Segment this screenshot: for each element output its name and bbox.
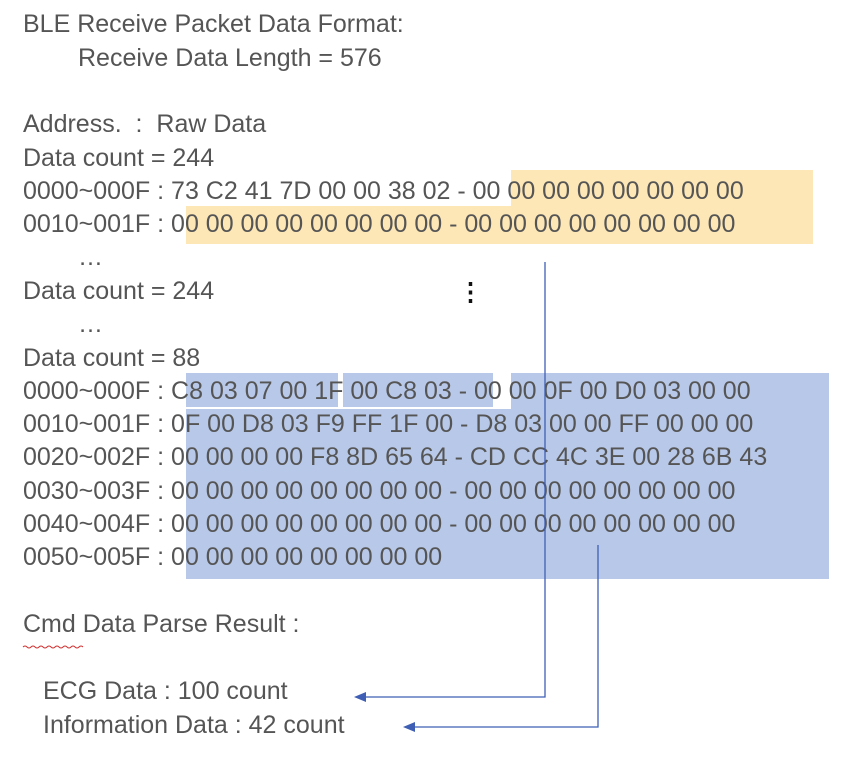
separator: : xyxy=(150,177,172,205)
raw-bytes: 00 00 00 00 00 00 00 00 xyxy=(171,543,443,571)
ellipsis-2: … xyxy=(78,310,103,338)
ecg-data-count: ECG Data : 100 count xyxy=(43,677,288,705)
address: 0000~000F xyxy=(23,177,151,205)
parse-result-title: Cmd Data Parse Result : xyxy=(23,610,300,638)
separator: : xyxy=(150,410,172,438)
yellow-highlight-row1 xyxy=(511,170,813,206)
separator: : xyxy=(150,377,172,405)
data-count-label-2: Data count = 244 xyxy=(23,277,215,305)
address: 0040~004F xyxy=(23,510,151,538)
hex-row: 0000~000F : C8 03 07 00 1F 00 C8 03 - 00… xyxy=(23,375,751,408)
hex-row: 0010~001F : 00 00 00 00 00 00 00 00 - 00… xyxy=(23,208,735,241)
hex-row: 0050~005F : 00 00 00 00 00 00 00 00 xyxy=(23,541,442,574)
hex-row: 0020~002F : 00 00 00 00 F8 8D 65 64 - CD… xyxy=(23,441,767,474)
separator: : xyxy=(150,477,172,505)
hex-row: 0000~000F : 73 C2 41 7D 00 00 38 02 - 00… xyxy=(23,175,744,208)
yellow-highlight-row2 xyxy=(186,206,813,244)
separator: : xyxy=(150,210,172,238)
address: 0020~002F xyxy=(23,443,151,471)
raw-bytes: 73 C2 41 7D 00 00 38 02 - xyxy=(171,177,473,205)
raw-bytes-highlighted: 00 00 00 00 00 00 00 00 xyxy=(472,177,744,205)
address: 0050~005F xyxy=(23,543,151,571)
hex-row: 0030~003F : 00 00 00 00 00 00 00 00 - 00… xyxy=(23,475,735,508)
document-title: BLE Receive Packet Data Format: xyxy=(23,10,404,38)
receive-length-line: Receive Data Length = 576 xyxy=(78,44,382,72)
raw-bytes: 00 00 00 00 F8 8D 65 64 - CD CC 4C 3E 00… xyxy=(171,443,768,471)
column-header: Address. : Raw Data xyxy=(23,110,267,138)
ecg-arrowhead-icon xyxy=(354,692,366,702)
address: 0000~000F xyxy=(23,377,151,405)
blue-highlight-first xyxy=(186,373,338,407)
address: 0010~001F xyxy=(23,210,151,238)
address: 0010~001F xyxy=(23,410,151,438)
hex-row: 0010~001F : 0F 00 D8 03 F9 FF 1F 00 - D8… xyxy=(23,408,753,441)
separator: : xyxy=(150,543,172,571)
info-arrowhead-icon xyxy=(403,722,415,732)
hex-row: 0040~004F : 00 00 00 00 00 00 00 00 - 00… xyxy=(23,508,735,541)
separator: : xyxy=(150,510,172,538)
separator: : xyxy=(150,443,172,471)
information-data-count: Information Data : 42 count xyxy=(43,711,345,739)
raw-bytes: 00 00 00 00 00 00 00 00 - 00 00 00 00 00… xyxy=(171,510,736,538)
address: 0030~003F xyxy=(23,477,151,505)
vertical-ellipsis-icon: ⋮ xyxy=(458,278,483,306)
ellipsis-1: … xyxy=(78,243,103,271)
data-count-label-3: Data count = 88 xyxy=(23,344,201,372)
raw-bytes: 00 00 00 00 00 00 00 00 - 00 00 00 00 00… xyxy=(171,477,736,505)
blue-highlight-block-right xyxy=(511,373,829,579)
raw-bytes: C8 03 07 00 1F 00 C8 03 - 00 00 0F 00 D0… xyxy=(171,377,751,405)
data-count-label-1: Data count = 244 xyxy=(23,144,215,172)
raw-bytes-highlighted: 00 00 00 00 00 00 00 00 - 00 00 00 00 00… xyxy=(171,210,736,238)
raw-bytes: 0F 00 D8 03 F9 FF 1F 00 - D8 03 00 00 FF… xyxy=(171,410,754,438)
